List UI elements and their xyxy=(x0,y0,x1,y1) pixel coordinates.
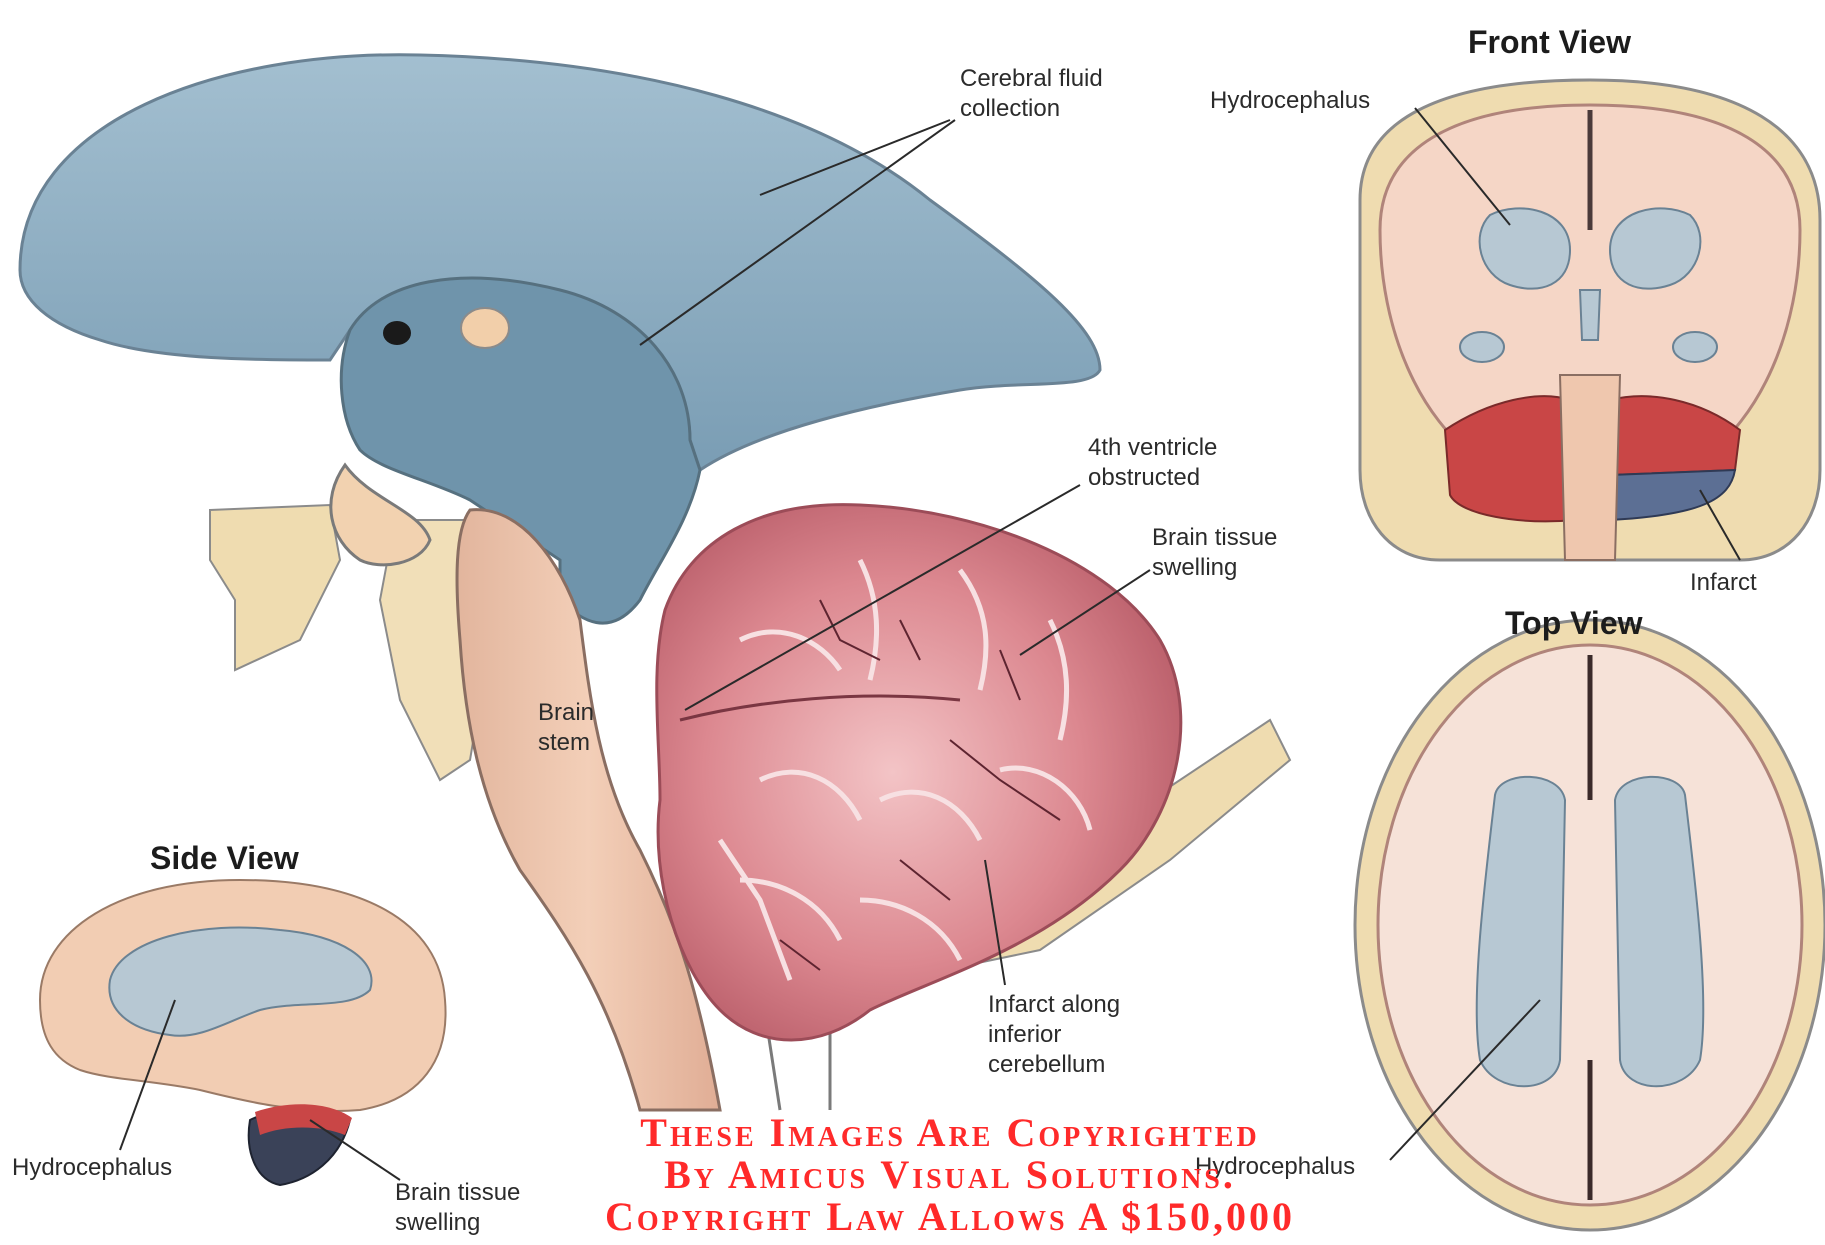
front-view-diagram xyxy=(1360,80,1820,560)
label-infarct-inferior: Infarct along inferior cerebellum xyxy=(988,990,1120,1080)
label-front-hydrocephalus: Hydrocephalus xyxy=(1210,86,1370,116)
label-front-infarct: Infarct xyxy=(1690,568,1757,598)
top-view-title: Top View xyxy=(1505,605,1643,642)
label-brain-tissue-swelling: Brain tissue swelling xyxy=(1152,523,1277,583)
side-view-title: Side View xyxy=(150,840,299,877)
copyright-line-1: These Images Are Copyrighted xyxy=(500,1112,1400,1154)
label-brain-stem: Brain stem xyxy=(538,698,594,758)
side-view-diagram xyxy=(40,880,446,1185)
label-4th-ventricle: 4th ventricle obstructed xyxy=(1088,433,1217,493)
foramen-dark xyxy=(383,321,411,345)
copyright-line-3: Copyright Law Allows A $150,000 xyxy=(500,1196,1400,1238)
cerebellum xyxy=(657,505,1181,1040)
front-brain-stem xyxy=(1560,375,1620,560)
copyright-line-2: By Amicus Visual Solutions. xyxy=(500,1154,1400,1196)
massa-intermedia xyxy=(461,308,509,348)
label-cerebral-fluid: Cerebral fluid collection xyxy=(960,64,1103,124)
label-side-hydrocephalus: Hydrocephalus xyxy=(12,1153,172,1183)
front-view-title: Front View xyxy=(1468,24,1631,61)
top-view-diagram xyxy=(1355,620,1825,1230)
skull-base-bone xyxy=(210,505,340,670)
pituitary-region xyxy=(331,465,430,565)
copyright-watermark: These Images Are Copyrighted By Amicus V… xyxy=(500,1112,1400,1238)
